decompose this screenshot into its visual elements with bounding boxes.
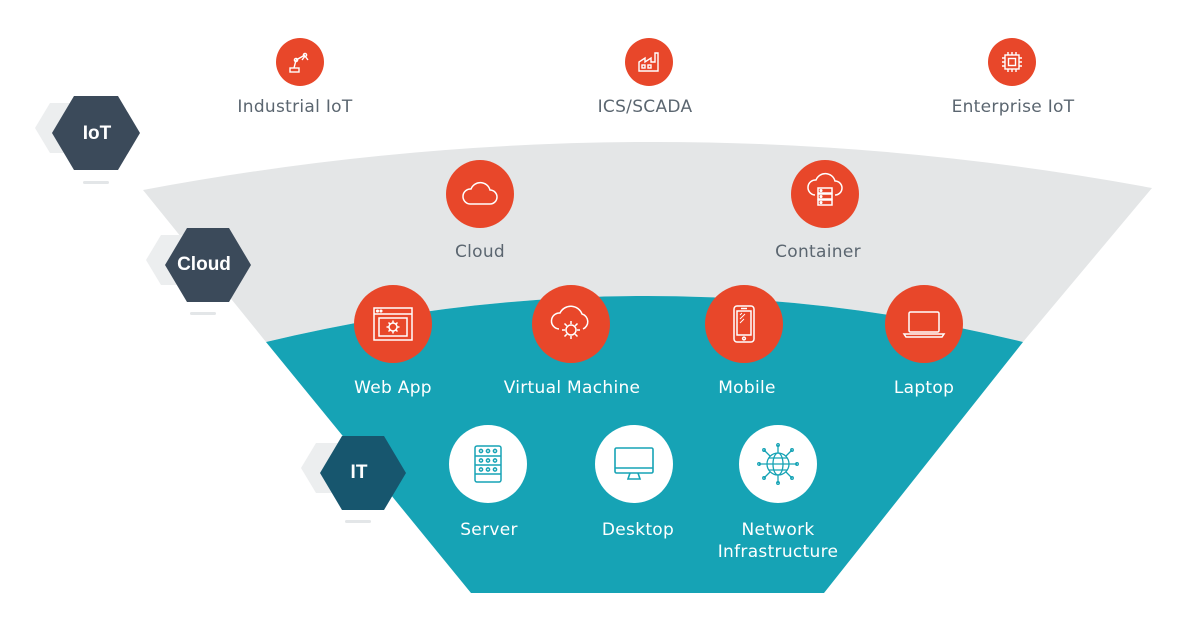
it-hex-shadow xyxy=(345,520,371,523)
iot-layer-hexagon xyxy=(35,96,140,170)
factory-icon xyxy=(625,38,673,86)
network-label: Network xyxy=(741,520,815,540)
infrastructure-label: Infrastructure xyxy=(717,542,839,562)
laptop-icon xyxy=(885,285,963,363)
desktop-monitor-icon xyxy=(595,425,673,503)
it-layer-hexagon xyxy=(301,436,406,510)
cloud-label: Cloud xyxy=(454,242,506,262)
web-app-label: Web App xyxy=(354,378,432,398)
cloud-server-icon xyxy=(791,160,859,228)
chip-icon xyxy=(988,38,1036,86)
iot-hex-shadow xyxy=(83,181,109,184)
virtual-machine-label: Virtual Machine xyxy=(503,378,641,398)
robot-arm-icon xyxy=(276,38,324,86)
cloud-gear-icon xyxy=(532,285,610,363)
web-app-gear-icon xyxy=(354,285,432,363)
iot-layer-label: IoT xyxy=(82,123,112,144)
laptop-label: Laptop xyxy=(893,378,955,398)
it-layer-label: IT xyxy=(350,462,368,483)
container-label: Container xyxy=(775,242,861,262)
cloud-icon xyxy=(446,160,514,228)
server-label: Server xyxy=(460,520,518,540)
mobile-phone-icon xyxy=(705,285,783,363)
mobile-label: Mobile xyxy=(718,378,776,398)
cloud-layer-hexagon xyxy=(146,228,251,302)
industrial-iot-label: Industrial IoT xyxy=(237,97,353,117)
ics-scada-label: ICS/SCADA xyxy=(597,97,693,117)
desktop-label: Desktop xyxy=(601,520,675,540)
server-rack-icon xyxy=(449,425,527,503)
cloud-hex-shadow xyxy=(190,312,216,315)
enterprise-iot-label: Enterprise IoT xyxy=(951,97,1075,117)
network-globe-icon xyxy=(739,425,817,503)
cloud-layer-label: Cloud xyxy=(177,254,231,275)
